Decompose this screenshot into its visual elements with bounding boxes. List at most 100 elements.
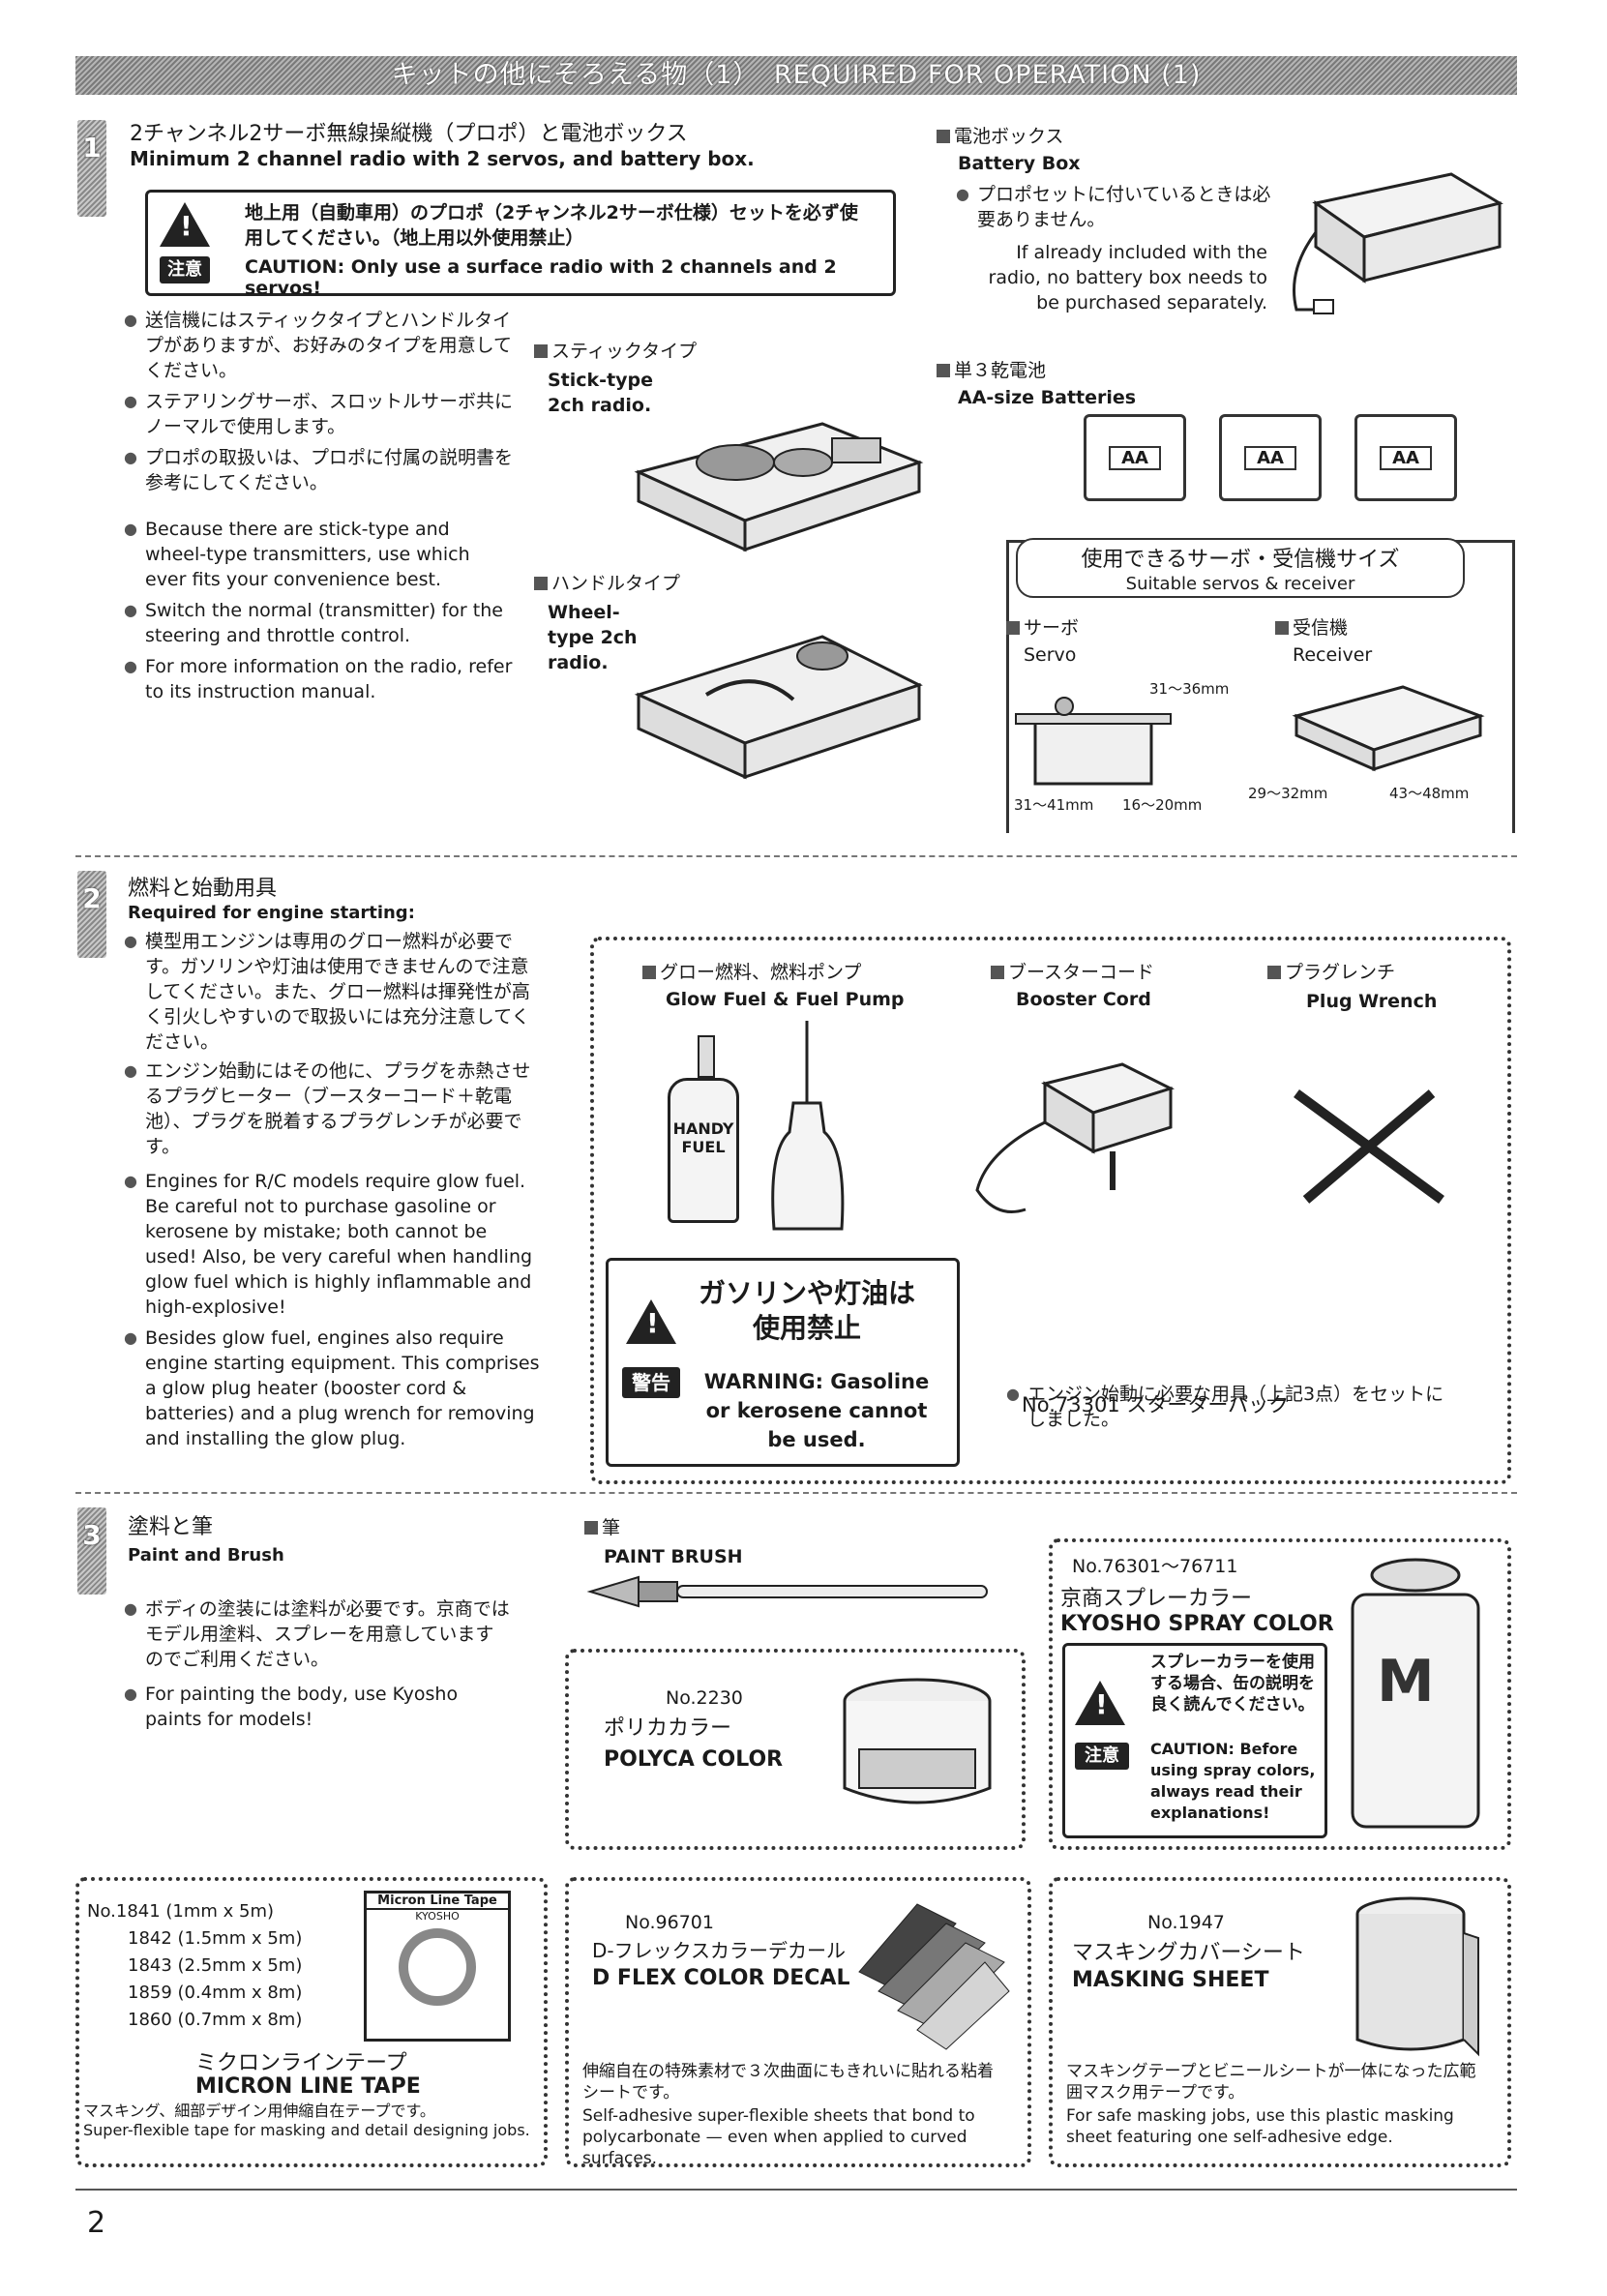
bullet-jp: エンジン始動にはその他に、プラグを赤熱させるプラグヒーター（ブースターコード＋乾…: [124, 1059, 542, 1159]
section-divider: [75, 1492, 1517, 1494]
sec1-bullets: 送信機にはスティックタイプとハンドルタイプがありますが、お好みのタイプを用意して…: [124, 308, 513, 704]
masking-sheet-box: No.1947 マスキングカバーシート MASKING SHEET マスキングテ…: [1049, 1877, 1511, 2167]
suitable-sizes-header: 使用できるサーボ・受信機サイズ Suitable servos & receiv…: [1016, 538, 1465, 598]
servo-dim-length: 31～41mm: [1014, 796, 1094, 814]
sizes-title-jp: 使用できるサーボ・受信機サイズ: [1081, 548, 1400, 572]
servo-illustration: [1015, 697, 1172, 786]
stick-radio-illustration: [634, 422, 924, 552]
plug-wrench-jp: プラグレンチ: [1267, 960, 1395, 985]
aa-batteries-en: AA-size Batteries: [958, 387, 1137, 408]
micron-size: 1843 (2.5mm x 5m): [128, 1955, 303, 1976]
servo-dim-width: 16～20mm: [1122, 796, 1203, 814]
fuel-bottle-illustration: HANDY FUEL: [668, 1035, 745, 1229]
sec1-title-en: Minimum 2 channel radio with 2 servos, a…: [130, 147, 755, 170]
plug-wrench-illustration: [1294, 1088, 1444, 1205]
battery-box-note-jp: プロポセットに付いているときは必要ありません。: [956, 182, 1277, 232]
spray-color-box: No.76301～76711 京商スプレーカラー KYOSHO SPRAY CO…: [1049, 1538, 1511, 1850]
micron-size: 1859 (0.4mm x 8m): [128, 1983, 303, 2003]
aa-battery-pack: AA: [1354, 414, 1457, 501]
receiver-dim-width: 29～32mm: [1248, 785, 1328, 802]
polyca-jar-illustration: [843, 1678, 992, 1804]
booster-cord-jp: ブースターコード: [991, 960, 1154, 985]
caution-stamp: 注意: [160, 256, 210, 283]
micron-jp: ミクロンラインテープ: [195, 2051, 407, 2075]
starter-pack-note: エンジン始動に必要な用具（上記3点）をセットにしました。: [1006, 1382, 1453, 1432]
bullet-jp: プロポの取扱いは、プロポに付属の説明書を参考にしてください。: [124, 445, 513, 495]
masking-en: MASKING SHEET: [1072, 1968, 1269, 1992]
micron-size: 1860 (0.7mm x 8m): [128, 2010, 303, 2030]
bullet-jp: ボディの塗装には塗料が必要です。京商ではモデル用塗料、スプレーを用意していますの…: [124, 1596, 511, 1672]
masking-jp: マスキングカバーシート: [1072, 1941, 1305, 1965]
warning-jp: ガソリンや灯油は使用禁止: [698, 1277, 915, 1344]
aa-battery-group: AA AA AA: [1084, 414, 1490, 501]
bullet-en: Because there are stick-type and wheel-t…: [124, 517, 513, 592]
sec2-bullets: 模型用エンジンは専用のグロー燃料が必要です。ガソリンや灯油は使用できませんので注…: [124, 929, 542, 1451]
brush-jp: 筆: [584, 1515, 620, 1540]
masking-number: No.1947: [1147, 1912, 1225, 1933]
sec3-title-jp: 塗料と筆: [128, 1515, 214, 1539]
dflex-desc-en: Self-adhesive super-flexible sheets that…: [582, 2106, 975, 2168]
servo-dim-height: 31～36mm: [1149, 680, 1230, 698]
footer-rule: [75, 2189, 1517, 2191]
spray-caution-stamp: 注意: [1075, 1743, 1129, 1770]
section-divider: [75, 855, 1517, 857]
booster-cord-illustration: [975, 1062, 1175, 1213]
micron-tape-box: No.1841 (1mm x 5m) 1842 (1.5mm x 5m) 184…: [75, 1877, 548, 2167]
paint-brush-illustration: [586, 1575, 988, 1608]
stick-type-en: Stick-type 2ch radio.: [548, 370, 654, 416]
spray-number: No.76301～76711: [1072, 1556, 1238, 1577]
aa-battery-pack: AA: [1084, 414, 1186, 501]
sec1-caution-box: 注意 地上用（自動車用）のプロポ（2チャンネル2サーボ仕様）セットを必ず使用して…: [145, 190, 896, 299]
fuel-warning-box: ガソリンや灯油は使用禁止 警告 WARNING: Gasoline or ker…: [606, 1258, 960, 1467]
sec1-caution-jp: 地上用（自動車用）のプロポ（2チャンネル2サーボ仕様）セットを必ず使用してくださ…: [245, 202, 858, 249]
stick-type-label: スティックタイプ: [534, 339, 697, 364]
spray-caution-box: スプレーカラーを使用する場合、缶の説明を良く読んでください。 注意 CAUTIO…: [1062, 1643, 1327, 1838]
bullet-en: Switch the normal (transmitter) for the …: [124, 598, 513, 648]
sec2-title-jp: 燃料と始動用具: [128, 877, 278, 901]
servo-label-en: Servo: [1024, 644, 1077, 666]
booster-cord-en: Booster Cord: [1016, 989, 1151, 1010]
bullet-jp: 送信機にはスティックタイプとハンドルタイプがありますが、お好みのタイプを用意して…: [124, 308, 513, 383]
sec1-title-jp: 2チャンネル2サーボ無線操縦機（プロポ）と電池ボックス: [130, 122, 688, 146]
sec3-bullets: ボディの塗装には塗料が必要です。京商ではモデル用塗料、スプレーを用意していますの…: [124, 1596, 511, 1732]
polyca-number: No.2230: [666, 1687, 743, 1709]
bullet-en: Engines for R/C models require glow fuel…: [124, 1169, 542, 1320]
masking-desc-en: For safe masking jobs, use this plastic …: [1066, 2106, 1454, 2147]
bullet-en: Besides glow fuel, engines also require …: [124, 1326, 542, 1451]
dflex-desc-jp: 伸縮自在の特殊素材で３次曲面にもきれいに貼れる粘着シートです。: [582, 2062, 994, 2102]
brush-en: PAINT BRUSH: [604, 1546, 743, 1567]
spray-en: KYOSHO SPRAY COLOR: [1060, 1612, 1334, 1636]
page-banner: キットの他にそろえる物（1） REQUIRED FOR OPERATION (1…: [75, 56, 1517, 95]
spray-can-illustration: M: [1351, 1558, 1480, 1829]
warning-triangle-icon: [1075, 1681, 1125, 1725]
servo-label-jp: サーボ: [1006, 615, 1079, 641]
micron-size: 1842 (1.5mm x 5m): [128, 1928, 303, 1949]
micron-tape-package: Micron Line Tape KYOSHO: [364, 1891, 511, 2042]
battery-box-illustration: [1293, 172, 1503, 314]
bullet-jp: ステアリングサーボ、スロットルサーボ共にノーマルで使用します。: [124, 389, 513, 439]
warning-triangle-icon: [160, 202, 210, 247]
wheel-radio-illustration: [634, 635, 923, 780]
polyca-en: POLYCA COLOR: [604, 1747, 784, 1772]
spray-jp: 京商スプレーカラー: [1060, 1587, 1253, 1611]
micron-en: MICRON LINE TAPE: [195, 2074, 421, 2099]
receiver-illustration: [1292, 685, 1485, 772]
battery-box-jp: 電池ボックス: [937, 124, 1063, 149]
section-3-badge: 3: [77, 1507, 106, 1595]
receiver-label-jp: 受信機: [1275, 615, 1348, 641]
dflex-jp: D-フレックスカラーデカール: [592, 1939, 847, 1962]
aa-batteries-jp: 単３乾電池: [937, 358, 1046, 383]
micron-desc-en: Super-flexible tape for masking and deta…: [83, 2121, 530, 2139]
warning-stamp: 警告: [622, 1367, 680, 1398]
battery-box-note-en: If already included with the radio, no b…: [988, 242, 1267, 313]
battery-box-en: Battery Box: [958, 153, 1081, 174]
starter-pack-item: No.73301 スターターパック: [1022, 1393, 1290, 1416]
warning-triangle-icon: [626, 1299, 676, 1344]
sec1-caution-en: CAUTION: Only use a surface radio with 2…: [245, 256, 837, 299]
glow-fuel-jp: グロー燃料、燃料ポンプ: [642, 960, 861, 985]
spray-caution-en: CAUTION: Before using spray colors, alwa…: [1150, 1740, 1316, 1822]
warning-en: WARNING: Gasoline or kerosene cannot be …: [703, 1370, 930, 1451]
polyca-jp: ポリカカラー: [604, 1716, 732, 1741]
section-1-badge: 1: [77, 120, 106, 217]
dflex-en: D FLEX COLOR DECAL: [592, 1966, 850, 1990]
